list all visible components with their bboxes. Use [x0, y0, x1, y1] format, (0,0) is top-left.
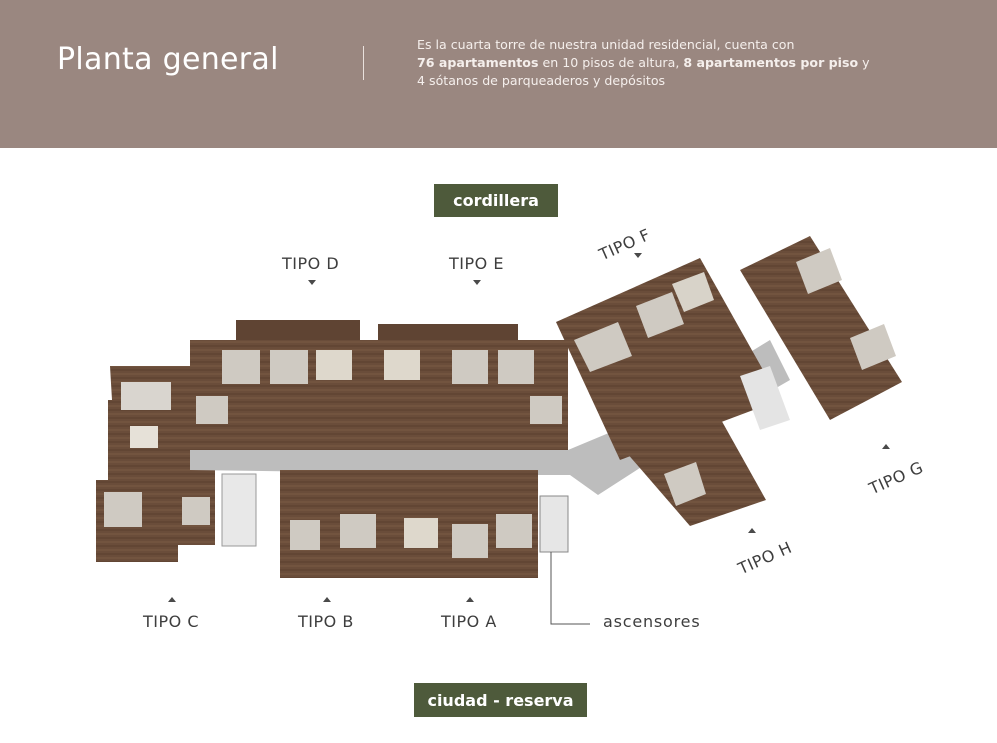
page-title: Planta general [57, 42, 279, 77]
label-tipo-c: TIPO C [143, 612, 199, 631]
label-tipo-a: TIPO A [441, 612, 497, 631]
desc-line-3: 4 sótanos de parqueaderos y depósitos [417, 73, 666, 88]
header-divider [363, 46, 364, 80]
pointer-tipo-d-icon [308, 280, 316, 285]
label-tipo-b: TIPO B [298, 612, 354, 631]
unit-tipo-d-e [190, 320, 568, 452]
desc-bold-apartments: 76 apartamentos [417, 55, 539, 70]
unit-tipo-a-b [280, 470, 569, 578]
unit-tipo-f-g-h [556, 236, 902, 526]
desc-end: y [858, 55, 870, 70]
desc-mid: en 10 pisos de altura, [538, 55, 684, 70]
pointer-tipo-e-icon [473, 280, 481, 285]
desc-line-2: 76 apartamentos en 10 pisos de altura, 8… [417, 54, 937, 72]
unit-tipo-c [96, 366, 257, 562]
tag-cordillera: cordillera [434, 184, 558, 217]
label-tipo-d: TIPO D [282, 254, 340, 273]
desc-line-1: Es la cuarta torre de nuestra unidad res… [417, 37, 795, 52]
header-banner: Planta general Es la cuarta torre de nue… [0, 0, 997, 148]
header-description: Es la cuarta torre de nuestra unidad res… [417, 36, 937, 90]
label-ascensores: ascensores [603, 612, 701, 631]
pointer-tipo-c-icon [168, 597, 176, 602]
ascensores-leader-line [550, 552, 590, 625]
pointer-tipo-b-icon [323, 597, 331, 602]
tag-ciudad-reserva: ciudad - reserva [414, 683, 587, 717]
pointer-tipo-h-icon [748, 528, 756, 533]
desc-bold-per-floor: 8 apartamentos por piso [683, 55, 859, 70]
label-tipo-e: TIPO E [449, 254, 504, 273]
pointer-tipo-a-icon [466, 597, 474, 602]
pointer-tipo-g-icon [882, 444, 890, 449]
pointer-tipo-f-icon [634, 253, 642, 258]
